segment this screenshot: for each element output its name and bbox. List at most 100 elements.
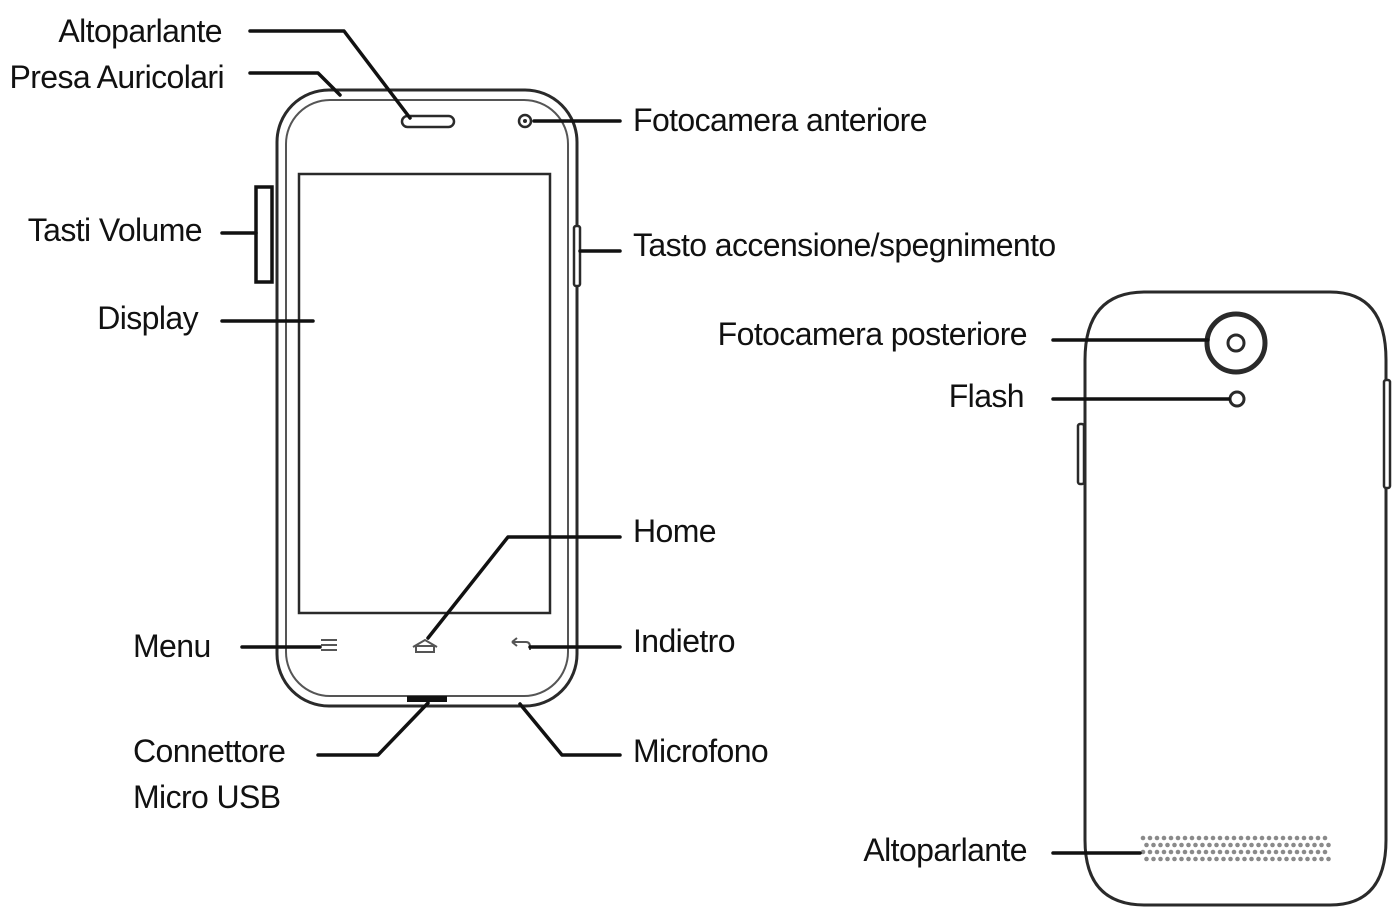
speaker-grille-hole bbox=[1168, 849, 1174, 855]
speaker-grille-hole bbox=[1179, 842, 1184, 848]
speaker-grille-hole bbox=[1147, 849, 1153, 855]
menu-lines-icon bbox=[321, 639, 337, 651]
speaker-grille-hole bbox=[1207, 856, 1212, 862]
rear-phone-body bbox=[1083, 290, 1388, 907]
leader-microphone bbox=[518, 702, 622, 757]
display-screen bbox=[297, 172, 552, 615]
label-flash: Flash bbox=[949, 378, 1024, 414]
speaker-grille-hole bbox=[1238, 835, 1244, 841]
speaker-grille-hole bbox=[1182, 849, 1188, 855]
speaker-grille-hole bbox=[1235, 842, 1240, 848]
speaker-grille-hole bbox=[1266, 835, 1272, 841]
speaker-grille-hole bbox=[1193, 842, 1198, 848]
speaker-grille-hole bbox=[1228, 842, 1233, 848]
speaker-grille-hole bbox=[1186, 856, 1191, 862]
speaker-grille-hole bbox=[1224, 835, 1230, 841]
home-icon bbox=[412, 638, 438, 653]
speaker-grille-hole bbox=[1221, 856, 1226, 862]
speaker-grille-hole bbox=[1319, 842, 1324, 848]
speaker-grille-hole bbox=[1312, 856, 1317, 862]
speaker-grille-hole bbox=[1308, 835, 1314, 841]
label-front-camera: Fotocamera anteriore bbox=[633, 102, 927, 138]
label-headphone-jack: Presa Auricolari bbox=[10, 59, 225, 95]
speaker-grille-hole bbox=[1154, 835, 1160, 841]
speaker-grille-hole bbox=[1154, 849, 1160, 855]
speaker-grille-hole bbox=[1270, 856, 1275, 862]
speaker-grille-hole bbox=[1294, 849, 1300, 855]
speaker-grille-hole bbox=[1284, 842, 1289, 848]
leader-home bbox=[426, 535, 622, 640]
label-home: Home bbox=[633, 513, 716, 549]
speaker-grille-hole bbox=[1263, 856, 1268, 862]
speaker-grille-hole bbox=[1252, 849, 1258, 855]
speaker-grille-hole bbox=[1140, 835, 1146, 841]
speaker-grille-hole bbox=[1277, 842, 1282, 848]
speaker-grille-hole bbox=[1270, 842, 1275, 848]
speaker-grille-hole bbox=[1203, 835, 1209, 841]
speaker-grille-hole bbox=[1242, 856, 1247, 862]
speaker-grille-hole bbox=[1277, 856, 1282, 862]
speaker-grille-hole bbox=[1228, 856, 1233, 862]
speaker-grille-hole bbox=[1235, 856, 1240, 862]
speaker-grille-hole bbox=[1305, 842, 1310, 848]
speaker-grille-hole bbox=[1144, 856, 1149, 862]
speaker-grille-hole bbox=[1259, 849, 1265, 855]
speaker-grille-hole bbox=[1175, 835, 1181, 841]
volume-keys bbox=[254, 185, 274, 284]
speaker-grille-hole bbox=[1291, 842, 1296, 848]
speaker-grille-hole bbox=[1210, 835, 1216, 841]
label-usb-line1: Connettore bbox=[133, 733, 285, 769]
speaker-grille-hole bbox=[1200, 856, 1205, 862]
leader-speaker-top bbox=[248, 29, 412, 120]
speaker-grille-hole bbox=[1147, 835, 1153, 841]
speaker-grille-hole bbox=[1217, 835, 1223, 841]
speaker-grille-hole bbox=[1280, 849, 1286, 855]
label-back: Indietro bbox=[633, 623, 735, 659]
speaker-grille-hole bbox=[1326, 856, 1331, 862]
speaker-grille-hole bbox=[1280, 835, 1286, 841]
label-volume-keys: Tasti Volume bbox=[28, 212, 202, 248]
leader-lines bbox=[220, 29, 1231, 855]
speaker-grille-hole bbox=[1165, 856, 1170, 862]
rear-speaker-grille bbox=[1140, 835, 1331, 862]
speaker-grille-hole bbox=[1312, 842, 1317, 848]
speaker-grille-hole bbox=[1315, 849, 1321, 855]
rear-phone bbox=[1076, 290, 1392, 907]
label-menu: Menu bbox=[133, 628, 211, 664]
speaker-grille-hole bbox=[1186, 842, 1191, 848]
speaker-grille-hole bbox=[1256, 856, 1261, 862]
speaker-grille-hole bbox=[1322, 849, 1328, 855]
speaker-grille-hole bbox=[1249, 856, 1254, 862]
speaker-grille-hole bbox=[1200, 842, 1205, 848]
rear-camera-lens bbox=[1226, 333, 1246, 353]
speaker-grille-hole bbox=[1161, 849, 1167, 855]
speaker-grille-hole bbox=[1214, 856, 1219, 862]
speaker-grille-hole bbox=[1287, 835, 1293, 841]
label-speaker-bottom: Altoparlante bbox=[863, 832, 1027, 868]
speaker-grille-hole bbox=[1172, 856, 1177, 862]
speaker-grille-hole bbox=[1231, 835, 1237, 841]
speaker-grille-hole bbox=[1252, 835, 1258, 841]
speaker-grille-hole bbox=[1301, 849, 1307, 855]
speaker-grille-hole bbox=[1242, 842, 1247, 848]
label-power-key: Tasto accensione/spegnimento bbox=[633, 227, 1056, 263]
speaker-grille-hole bbox=[1224, 849, 1230, 855]
speaker-grille-hole bbox=[1158, 856, 1163, 862]
speaker-grille-hole bbox=[1273, 849, 1279, 855]
speaker-grille-hole bbox=[1182, 835, 1188, 841]
speaker-grille-hole bbox=[1196, 835, 1202, 841]
speaker-grille-hole bbox=[1263, 842, 1268, 848]
speaker-grille-hole bbox=[1294, 835, 1300, 841]
speaker-grille-hole bbox=[1179, 856, 1184, 862]
speaker-grille-hole bbox=[1193, 856, 1198, 862]
speaker-grille-hole bbox=[1140, 849, 1146, 855]
speaker-grille-hole bbox=[1175, 849, 1181, 855]
front-camera-dot bbox=[523, 119, 527, 123]
speaker-grille-hole bbox=[1231, 849, 1237, 855]
speaker-grille-hole bbox=[1298, 842, 1303, 848]
speaker-grille-hole bbox=[1273, 835, 1279, 841]
speaker-grille-hole bbox=[1284, 856, 1289, 862]
speaker-grille-hole bbox=[1203, 849, 1209, 855]
speaker-grille-hole bbox=[1305, 856, 1310, 862]
